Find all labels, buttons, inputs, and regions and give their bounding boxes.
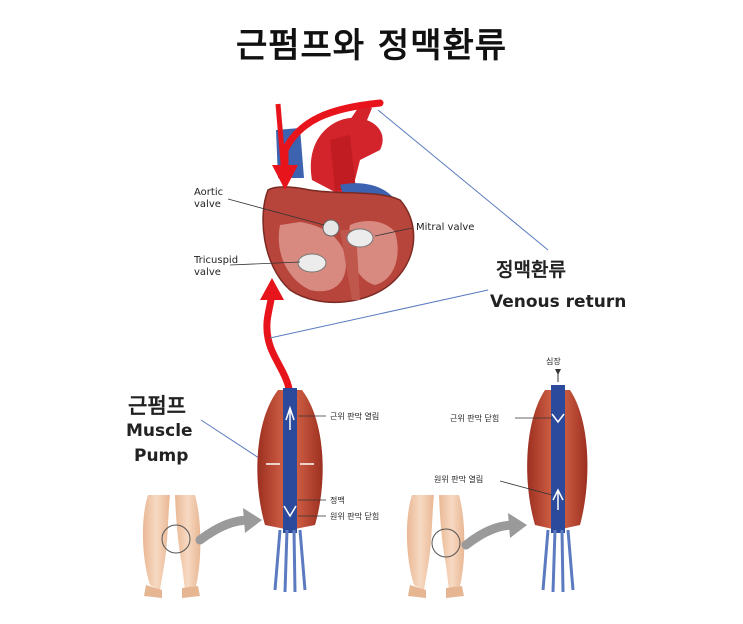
heart-direction-label: 심장: [546, 357, 561, 366]
mitral-valve-label: Mitral valve: [416, 222, 475, 233]
heart-illustration: [262, 105, 415, 304]
left-proximal-valve-open-label: 근위 판막 열림: [330, 412, 380, 421]
left-legs-illustration: [142, 495, 201, 598]
inflow-arrow: [281, 99, 384, 182]
page-title: 근펌프와 정맥환류: [235, 26, 508, 66]
venous-return-arrow: [263, 286, 294, 402]
muscle-pump-label-en-1: Muscle: [126, 421, 193, 441]
left-distal-valve-closed-label: 원위 판막 닫힘: [330, 512, 380, 521]
venous-return-label-en: Venous return: [490, 292, 627, 312]
left-vein-label: 정맥: [330, 496, 345, 505]
muscle-pump-label-ko: 근펌프: [128, 394, 186, 418]
right-muscle-pump: [527, 369, 588, 593]
venous-return-label-ko: 정맥환류: [496, 259, 566, 281]
left-muscle-pump: [257, 388, 323, 593]
right-proximal-valve-closed-label: 근위 판막 닫힘: [450, 414, 500, 423]
right-distal-valve-open-label: 원위 판막 열림: [434, 475, 484, 484]
muscle-pump-label-en-2: Pump: [134, 446, 189, 466]
right-legs-illustration: [406, 495, 465, 598]
